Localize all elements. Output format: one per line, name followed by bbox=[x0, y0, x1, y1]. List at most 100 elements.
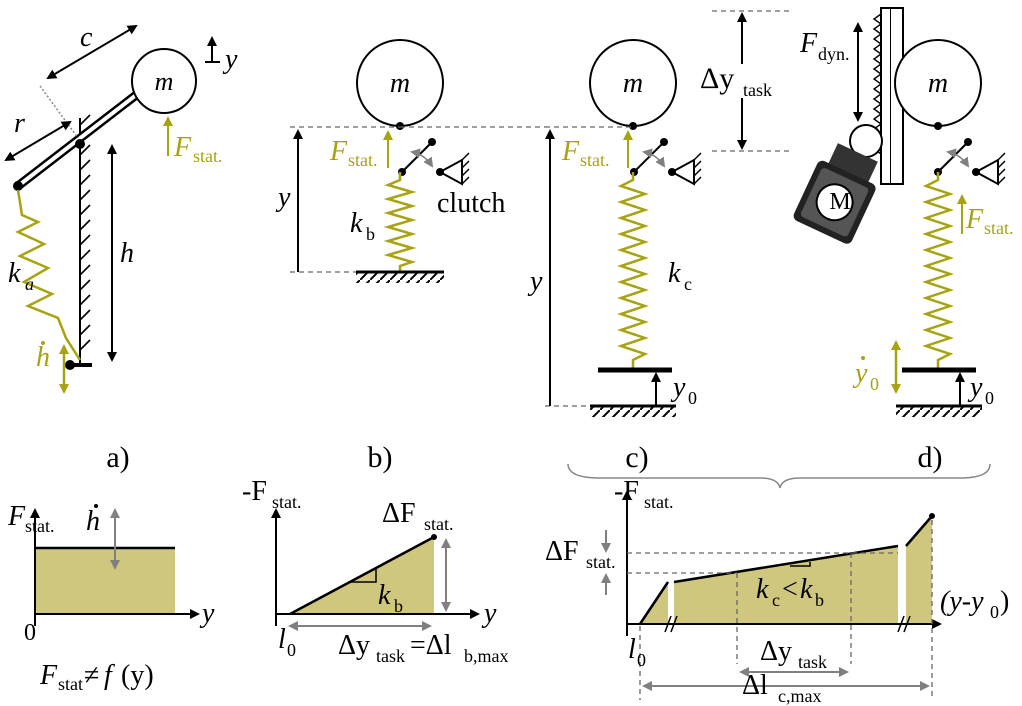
panel-b-k-label: k bbox=[350, 208, 363, 239]
graph-b-k-sub: b bbox=[394, 596, 403, 616]
panel-a-mass-label: m bbox=[155, 67, 174, 96]
panel-a-c-label: c bbox=[80, 22, 93, 53]
panel-a-mass bbox=[131, 48, 197, 114]
graph-c-dy: Δy bbox=[760, 636, 792, 667]
panel-d-y0-label: y bbox=[967, 372, 983, 403]
graph-a-formula-f: f bbox=[104, 660, 115, 691]
panel-b-y-label: y bbox=[275, 182, 291, 213]
graph-a-ylabel: F bbox=[7, 501, 26, 532]
graph-c-kc: k bbox=[756, 574, 769, 605]
graph-c-l-sub: 0 bbox=[637, 650, 646, 670]
panel-d-motor-label: M bbox=[829, 189, 850, 215]
panel-c-k-sub: c bbox=[684, 274, 692, 294]
graph-a-hdot: h bbox=[86, 506, 100, 537]
graph-c-dF: ΔF bbox=[545, 536, 579, 567]
panel-b-mass-label: m bbox=[390, 68, 410, 99]
graph-c: -F stat. ΔF stat. k c < k b (y-y 0 ) l 0… bbox=[545, 476, 1009, 706]
panel-c-clutch-symbol bbox=[669, 158, 695, 186]
graph-a-formula-F: F bbox=[39, 660, 58, 691]
panel-a: m c r y F stat. h k a h a) bbox=[4, 22, 238, 474]
panel-a-h-label: h bbox=[120, 238, 134, 269]
panel-b-k-sub: b bbox=[366, 224, 375, 244]
graph-c-kc-sub: c bbox=[772, 590, 780, 610]
graph-b-dF: ΔF bbox=[382, 498, 416, 529]
graph-a-xlabel: y bbox=[199, 598, 215, 629]
graph-b-eq-dy-sub: task bbox=[376, 646, 405, 666]
panel-c-force-label: F bbox=[561, 136, 580, 167]
panel-c-spring bbox=[617, 172, 649, 368]
panel-a-force-sub: stat. bbox=[193, 146, 223, 166]
graph-b-xlabel: y bbox=[481, 598, 497, 629]
panel-d-fstat-label: F bbox=[965, 204, 984, 235]
graph-c-kb: k bbox=[800, 574, 813, 605]
panel-a-caption: a) bbox=[106, 441, 129, 474]
panel-d-fdyn-label: F bbox=[799, 28, 818, 59]
panel-a-r-arrow bbox=[4, 120, 72, 162]
panel-b-ground bbox=[356, 273, 444, 283]
panel-b-clutch-label: clutch bbox=[437, 188, 505, 219]
panel-d-spring bbox=[922, 172, 954, 368]
graph-c-xlabel-end: ) bbox=[1000, 586, 1009, 617]
graph-c-ylabel: -F bbox=[614, 476, 639, 507]
panel-d-caption: d) bbox=[918, 441, 943, 474]
graph-b: -F stat. ΔF stat. k b y l 0 Δy task =Δl … bbox=[242, 476, 509, 666]
graph-c-lt: < bbox=[782, 574, 798, 605]
graph-b-ylabel-sub: stat. bbox=[272, 492, 302, 512]
graph-c-dl-sub: c,max bbox=[778, 686, 821, 706]
graph-a-ylabel-sub: stat. bbox=[25, 516, 55, 536]
panel-d-ydot-label: y bbox=[852, 358, 868, 389]
panel-c: m Δy task k c F stat. y 0 y bbox=[400, 10, 794, 474]
graph-c-kb-sub: b bbox=[815, 590, 824, 610]
graph-c-ylabel-sub: stat. bbox=[644, 492, 674, 512]
graph-b-l-sub: 0 bbox=[287, 640, 296, 660]
panel-d-ground bbox=[896, 407, 982, 417]
panel-d-mass-label: m bbox=[928, 68, 948, 99]
panel-c-k-label: k bbox=[668, 258, 681, 289]
panel-c-caption: c) bbox=[625, 441, 648, 474]
graph-c-xlabel-sub: 0 bbox=[990, 602, 999, 622]
panel-c-y-label: y bbox=[527, 266, 543, 297]
graph-a-formula-neq: ≠ bbox=[84, 660, 99, 691]
graph-a-formula-arg: (y) bbox=[121, 660, 154, 691]
graph-b-eq-eq: =Δl bbox=[410, 630, 452, 661]
panel-a-hdot-label: h bbox=[36, 342, 50, 373]
graph-c-l: l bbox=[628, 634, 636, 665]
panel-b: m clutch k b F stat. y b) bbox=[275, 39, 505, 474]
panel-a-k-sub: a bbox=[25, 274, 34, 294]
graph-c-dl: Δl bbox=[742, 670, 768, 701]
panel-d-motor bbox=[793, 143, 878, 244]
graph-a-area bbox=[35, 548, 175, 614]
panel-d-fstat-sub: stat. bbox=[984, 218, 1014, 238]
graph-b-k: k bbox=[378, 580, 391, 611]
panel-d: F dyn. m M F stat. y 0 bbox=[793, 7, 1014, 474]
panel-a-k-label: k bbox=[8, 258, 21, 289]
panel-c-y0-sub: 0 bbox=[688, 388, 697, 408]
panel-d-ydot-sub: 0 bbox=[870, 374, 879, 394]
panel-d-rack bbox=[880, 7, 892, 185]
panel-a-y-label: y bbox=[222, 44, 238, 75]
brace bbox=[567, 463, 991, 489]
panel-b-clutch-symbol bbox=[437, 158, 463, 186]
panel-a-spring bbox=[15, 189, 82, 361]
panel-c-y0-label: y bbox=[670, 372, 686, 403]
graph-c-xlabel: (y-y bbox=[940, 586, 984, 617]
graph-c-dF-sub: stat. bbox=[586, 552, 616, 572]
panel-c-mass-label: m bbox=[623, 68, 643, 99]
panel-c-force-sub: stat. bbox=[580, 150, 610, 170]
panel-b-force-label: F bbox=[329, 136, 348, 167]
graph-b-ylabel: -F bbox=[242, 476, 267, 507]
graph-b-l: l bbox=[278, 624, 286, 655]
graph-c-dy-sub: task bbox=[798, 652, 827, 672]
panel-d-clutch-symbol bbox=[973, 158, 999, 186]
panel-c-dy-sub: task bbox=[743, 80, 772, 100]
panel-a-wall-hatch bbox=[79, 114, 91, 351]
graph-a-formula-sub: stat bbox=[58, 674, 83, 694]
graph-c-area bbox=[674, 546, 898, 624]
panel-a-force-label: F bbox=[173, 132, 192, 163]
graph-a: F stat. h y 0 F stat ≠ f (y) bbox=[7, 501, 215, 694]
graph-b-eq-l-sub: b,max bbox=[464, 646, 509, 666]
panel-c-dy-label: Δy bbox=[700, 62, 734, 95]
panel-a-r-label: r bbox=[14, 108, 25, 139]
panel-b-caption: b) bbox=[368, 441, 393, 474]
